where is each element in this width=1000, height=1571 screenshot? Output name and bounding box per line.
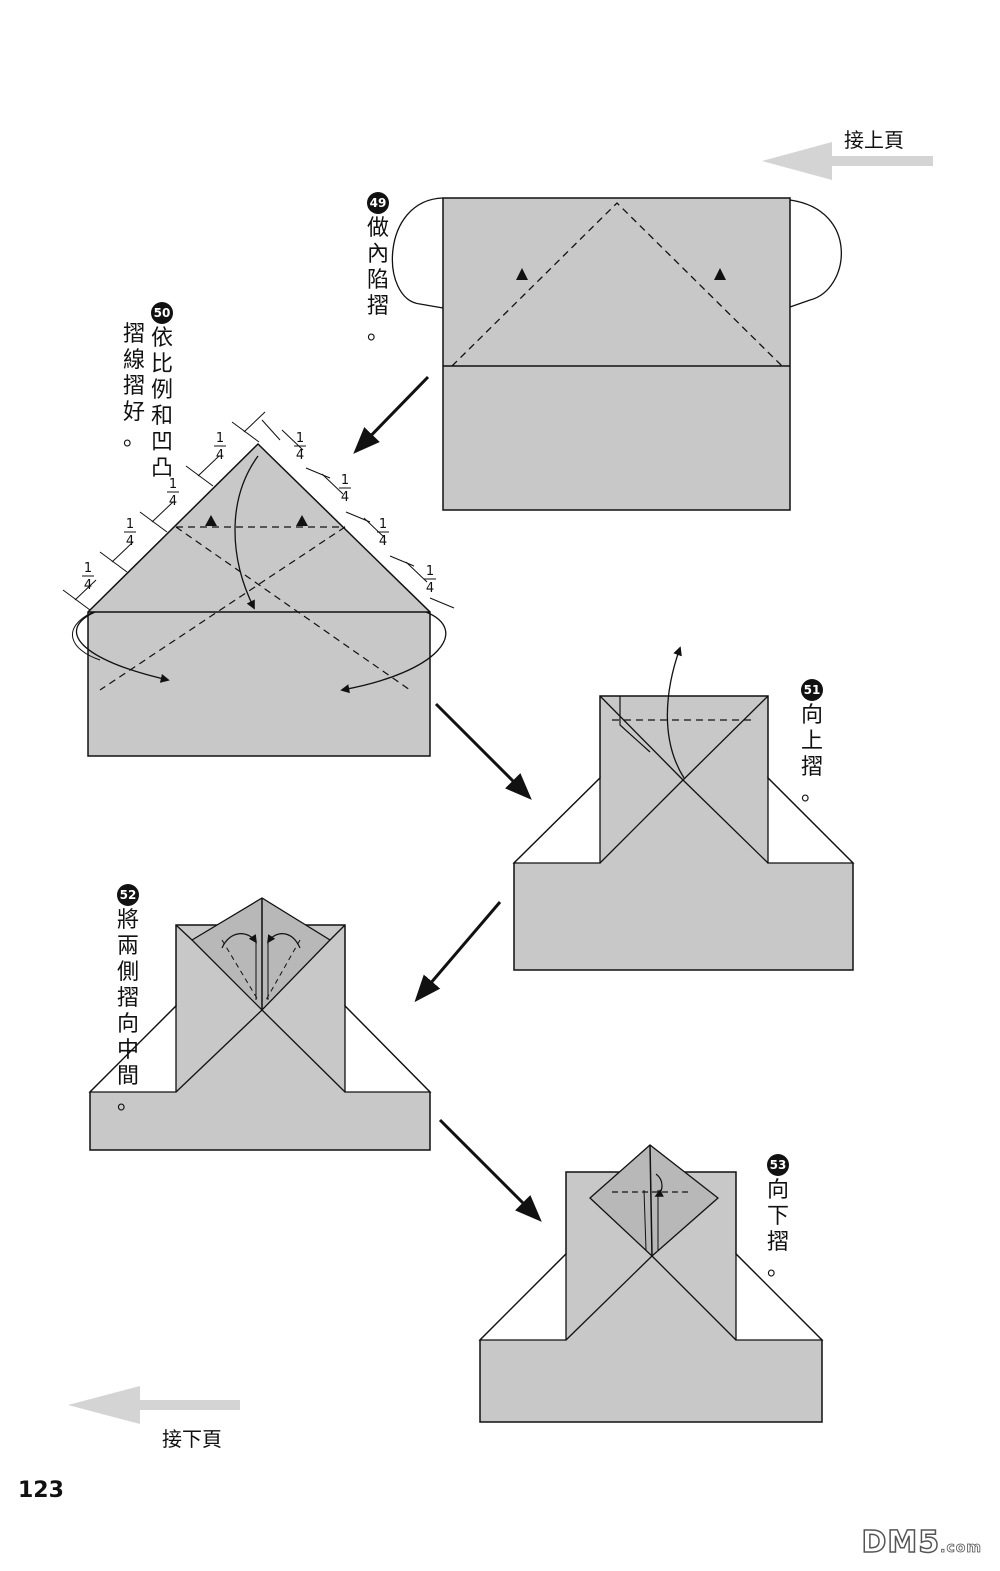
svg-text:4: 4 [426, 581, 434, 596]
step-number: 53 [767, 1154, 789, 1176]
step-text: 依比例和凹凸 [150, 326, 173, 481]
step-text: 將兩側摺向中間。 [116, 908, 139, 1115]
fraction-marks [62, 411, 455, 611]
svg-text:1: 1 [341, 473, 349, 488]
step-number: 49 [367, 192, 389, 214]
next-page-arrow-bottom [68, 1386, 240, 1424]
step-number: 51 [801, 679, 823, 701]
prev-page-label[interactable]: 接上頁 [844, 128, 904, 152]
step-53-diagram [478, 1144, 824, 1423]
page-number: 123 [18, 1478, 64, 1503]
svg-text:4: 4 [296, 448, 304, 463]
step-number: 52 [117, 884, 139, 906]
step-49-diagram [391, 197, 842, 511]
step-text: 做內陷摺。 [366, 216, 389, 345]
step-51-diagram [512, 646, 855, 971]
step-52-caption: 52 將兩側摺向中間。 [116, 880, 140, 1116]
svg-text:1: 1 [126, 517, 134, 532]
step-number: 50 [151, 302, 173, 324]
watermark-logo: DM5.com [861, 1524, 982, 1561]
fraction-den: 4 [84, 578, 92, 593]
step-50-caption: 50 依比例和凹凸 [150, 298, 174, 482]
step-53-caption: 53 向下摺。 [766, 1150, 790, 1282]
svg-text:4: 4 [169, 494, 177, 509]
svg-text:4: 4 [216, 448, 224, 463]
flow-arrow-49-50 [353, 375, 430, 454]
step-text: 向上摺。 [800, 703, 823, 806]
next-page-arrow-top [762, 142, 933, 180]
svg-text:4: 4 [126, 534, 134, 549]
next-page-label[interactable]: 接下頁 [162, 1427, 222, 1451]
step-text: 向下摺。 [766, 1178, 789, 1281]
svg-text:4: 4 [379, 534, 387, 549]
fraction-labels: 1 4 1 4 1 4 1 4 1 4 1 4 1 4 1 4 [82, 431, 436, 596]
step-52-diagram [88, 897, 432, 1151]
step-50-diagram [72, 442, 447, 757]
svg-text:1: 1 [216, 431, 224, 446]
svg-text:1: 1 [169, 477, 177, 492]
step-50-caption-col2: 摺線摺好。 [122, 322, 145, 451]
flow-arrow-50-51 [434, 702, 532, 800]
flow-arrow-52-53 [438, 1118, 542, 1222]
svg-text:4: 4 [341, 490, 349, 505]
svg-text:1: 1 [426, 564, 434, 579]
svg-text:1: 1 [296, 431, 304, 446]
fraction-num: 1 [84, 561, 92, 576]
step-51-caption: 51 向上摺。 [800, 675, 824, 807]
flow-arrow-51-52 [414, 901, 502, 1003]
svg-text:1: 1 [379, 517, 387, 532]
step-49-caption: 49 做內陷摺。 [366, 188, 390, 346]
